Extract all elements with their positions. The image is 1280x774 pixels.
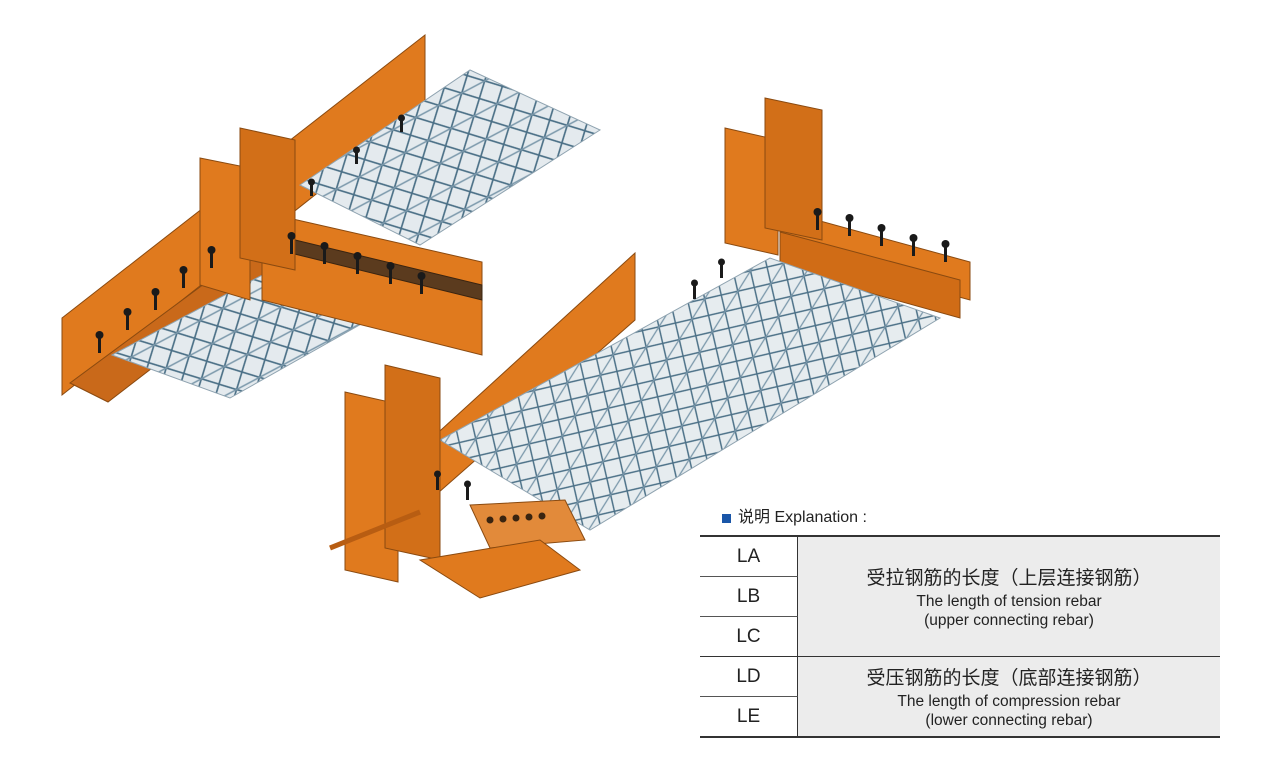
code-le: LE <box>700 697 798 736</box>
code-lb: LB <box>700 577 798 617</box>
legend-title: 说明 Explanation : <box>722 505 1220 531</box>
tension-desc-zh: 受拉钢筋的长度（上层连接钢筋） <box>866 568 1152 589</box>
right-bottom-bracket <box>418 539 582 599</box>
right-far-beam-flange <box>779 231 961 319</box>
right-connection-plate <box>469 499 586 549</box>
right-deck <box>438 257 942 531</box>
left-deck-upper <box>299 69 602 246</box>
tension-rebar-description: 受拉钢筋的长度（上层连接钢筋） The length of tension re… <box>798 537 1220 657</box>
left-assembly <box>61 33 602 403</box>
compression-desc-zh: 受压钢筋的长度（底部连接钢筋） <box>866 668 1152 689</box>
compression-rebar-description: 受压钢筋的长度（底部连接钢筋） The length of compressio… <box>798 657 1220 736</box>
tension-desc-en-2: (upper connecting rebar) <box>924 612 1094 629</box>
right-shear-studs <box>434 208 950 500</box>
right-assembly <box>329 97 971 599</box>
left-shear-studs <box>95 114 426 353</box>
code-ld: LD <box>700 657 798 697</box>
legend-square-icon <box>722 513 731 523</box>
explanation-legend: 说明 Explanation : LA LB LC LD LE 受拉钢筋的长度（… <box>700 505 1220 738</box>
compression-desc-en-1: The length of compression rebar <box>897 693 1121 710</box>
tension-desc-en-1: The length of tension rebar <box>916 593 1102 610</box>
legend-table: LA LB LC LD LE 受拉钢筋的长度（上层连接钢筋） The lengt… <box>700 535 1220 738</box>
right-near-column-side <box>384 364 441 561</box>
connection-plate-bolts <box>486 512 546 524</box>
right-diagonal-brace <box>329 509 421 551</box>
left-column-side <box>239 127 296 271</box>
legend-title-text: 说明 Explanation : <box>738 509 867 526</box>
compression-desc-en-2: (lower connecting rebar) <box>925 712 1093 729</box>
code-lc: LC <box>700 617 798 657</box>
code-la: LA <box>700 537 798 577</box>
right-far-column-side <box>764 97 823 241</box>
